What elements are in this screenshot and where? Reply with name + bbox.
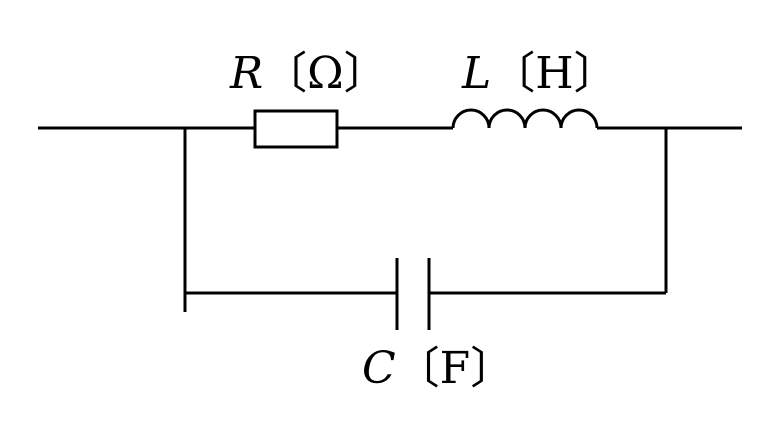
resistor-label: R〔Ω〕 <box>230 52 388 96</box>
capacitor-symbol: C <box>362 343 396 394</box>
resistor <box>253 109 339 149</box>
inductor-label: L〔H〕 <box>462 52 618 96</box>
resistor-symbol: R <box>230 48 264 99</box>
inductor-unit: 〔H〕 <box>491 48 618 99</box>
capacitor-unit: 〔F〕 <box>395 343 515 394</box>
inductor-symbol: L <box>462 48 492 99</box>
inductor-coil <box>451 108 599 129</box>
capacitor-label: C〔F〕 <box>362 347 514 391</box>
resistor-unit: 〔Ω〕 <box>263 48 388 99</box>
